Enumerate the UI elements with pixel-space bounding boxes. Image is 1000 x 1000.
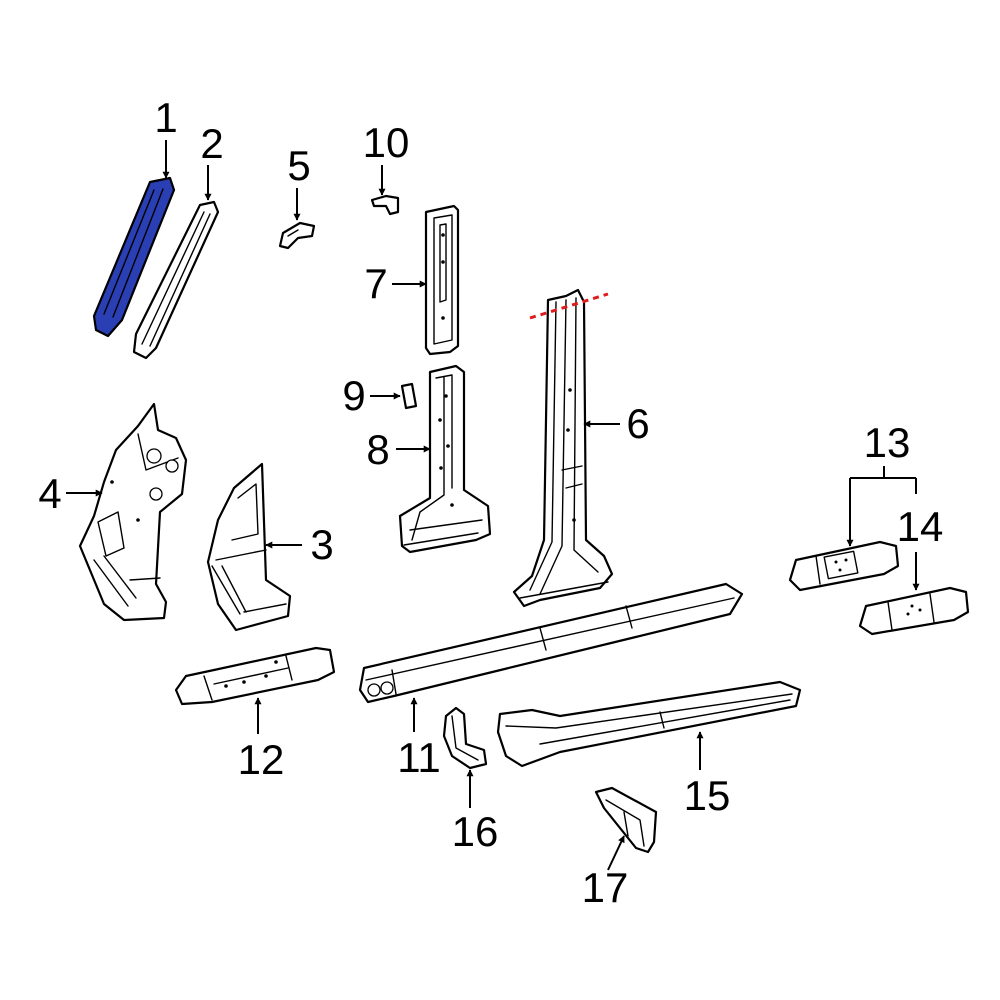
callout-7[interactable]: 7 [364, 260, 387, 307]
part-8[interactable] [398, 364, 492, 554]
callout-15[interactable]: 15 [684, 772, 731, 819]
callout-5[interactable]: 5 [287, 142, 310, 189]
callout-4[interactable]: 4 [38, 470, 61, 517]
leader-lines [66, 140, 920, 871]
callout-13[interactable]: 13 [864, 419, 911, 466]
part-6[interactable] [512, 288, 614, 608]
callout-numbers: 1 2 3 4 5 6 7 8 9 10 11 12 13 14 15 16 1… [38, 94, 943, 911]
part-4[interactable] [78, 402, 188, 622]
part-7[interactable] [424, 204, 460, 356]
callout-1[interactable]: 1 [154, 94, 177, 141]
part-14[interactable] [858, 586, 970, 636]
cut-line [529, 292, 609, 320]
part-17[interactable] [594, 786, 658, 854]
part-1-highlighted[interactable] [92, 176, 176, 338]
callout-12[interactable]: 12 [238, 736, 285, 783]
callout-9[interactable]: 9 [342, 372, 365, 419]
part-9[interactable] [400, 382, 418, 410]
part-2[interactable] [132, 200, 220, 360]
part-13[interactable] [788, 540, 900, 592]
callout-14[interactable]: 14 [897, 503, 944, 550]
part-16[interactable] [442, 706, 488, 770]
part-5[interactable] [278, 221, 316, 250]
part-11[interactable] [358, 582, 744, 704]
callout-10[interactable]: 10 [363, 119, 410, 166]
part-12[interactable] [174, 646, 336, 706]
callout-8[interactable]: 8 [366, 426, 389, 473]
callout-11[interactable]: 11 [397, 734, 441, 781]
callout-17[interactable]: 17 [582, 864, 629, 911]
callout-3[interactable]: 3 [310, 521, 333, 568]
part-15[interactable] [496, 680, 802, 768]
callout-2[interactable]: 2 [200, 120, 223, 167]
callout-16[interactable]: 16 [452, 808, 499, 855]
part-3[interactable] [206, 462, 292, 632]
part-10[interactable] [370, 194, 400, 216]
callout-6[interactable]: 6 [626, 400, 649, 447]
